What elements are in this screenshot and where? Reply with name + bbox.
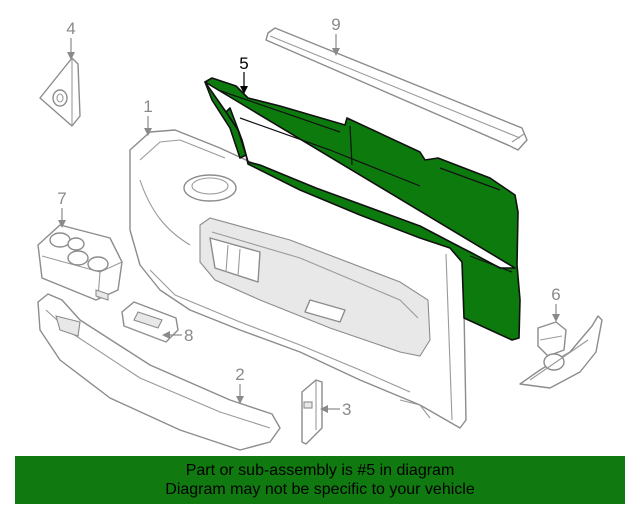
- callout-7-label: 7: [57, 189, 66, 208]
- callout-1-label: 1: [143, 97, 152, 116]
- callout-4-label: 4: [66, 19, 75, 38]
- callout-5-label: 5: [239, 54, 248, 73]
- callout-9-label: 9: [331, 15, 340, 34]
- callout-6: 6: [551, 285, 561, 322]
- part-5-water-deflector[interactable]: [204, 77, 521, 341]
- callout-6-label: 6: [551, 285, 560, 304]
- callout-3-label: 3: [342, 400, 351, 419]
- part-9-weatherstrip[interactable]: [265, 27, 528, 151]
- callout-8-label: 8: [184, 326, 193, 345]
- callout-7: 7: [57, 189, 67, 228]
- callout-2-label: 2: [235, 365, 244, 384]
- banner-line-1: Part or sub-assembly is #5 in diagram: [185, 462, 455, 479]
- part-3-cover-cap[interactable]: [301, 379, 323, 445]
- part-6-door-handle[interactable]: [519, 315, 603, 389]
- info-banner: Part or sub-assembly is #5 in diagram Di…: [15, 456, 625, 504]
- callout-4: 4: [66, 19, 76, 60]
- parts-diagram: 1 2 3 4 5 6 7 8 9: [37, 15, 603, 451]
- part-4-mirror-trim[interactable]: [39, 57, 81, 127]
- callout-9: 9: [331, 15, 341, 56]
- part-1-door-trim-panel[interactable]: [129, 129, 467, 429]
- part-8-switch-bezel[interactable]: [121, 301, 179, 343]
- part-2-armrest[interactable]: [37, 293, 281, 451]
- callout-1: 1: [143, 97, 153, 136]
- part-7-window-switch[interactable]: [37, 224, 123, 301]
- callout-2: 2: [235, 365, 245, 404]
- callout-3: 3: [320, 400, 351, 419]
- banner-line-2: Diagram may not be specific to your vehi…: [165, 481, 475, 498]
- callout-5: 5: [239, 54, 249, 94]
- callout-8: 8: [162, 326, 193, 345]
